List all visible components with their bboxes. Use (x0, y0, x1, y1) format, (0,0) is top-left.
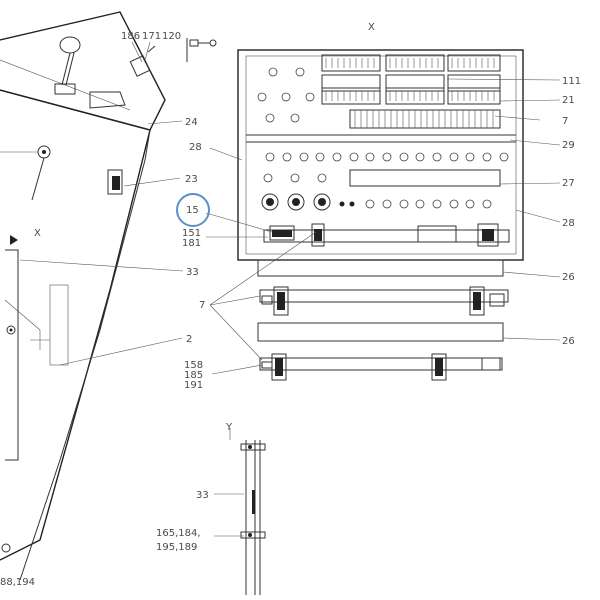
callout-2: 2 (186, 334, 192, 345)
callout-195-189: 195,189 (156, 542, 197, 553)
callout-111: 111 (562, 76, 581, 87)
view-label-x: X (368, 22, 375, 33)
terminal-strip (349, 109, 501, 129)
callout-185: 185 (184, 370, 203, 381)
callout-191: 191 (184, 380, 203, 391)
callout-186: 186 (121, 31, 140, 42)
callout-7-right: 7 (562, 116, 568, 127)
callout-26-upper: 26 (562, 272, 575, 283)
callout-27: 27 (562, 178, 575, 189)
callout-24: 24 (185, 117, 198, 128)
duct-upper (257, 259, 504, 277)
callout-151: 151 (182, 228, 201, 239)
callout-171: 171 (142, 31, 161, 42)
callout-7-left: 7 (199, 300, 205, 311)
callout-165-184: 165,184, (156, 528, 201, 539)
highlight-circle (176, 193, 210, 227)
callout-21: 21 (562, 95, 575, 106)
duct-lower (257, 322, 504, 342)
view-label-x-left: X (34, 228, 41, 239)
panel-view-x (237, 49, 524, 261)
relay-row-top (321, 54, 501, 105)
callout-15: 15 (186, 205, 199, 216)
leader-lines (19, 41, 561, 537)
callout-23: 23 (185, 174, 198, 185)
callout-33: 33 (186, 267, 199, 278)
joystick-symbol (54, 36, 126, 109)
callout-26-lower: 26 (562, 336, 575, 347)
hole-row (265, 152, 509, 162)
rail-lower (259, 353, 503, 381)
callout-33-section: 33 (196, 490, 209, 501)
section-view-y (229, 428, 266, 595)
callout-120: 120 (162, 31, 181, 42)
callout-29: 29 (562, 140, 575, 151)
callout-labels: X X Y 186 171 120 24 28 23 15 151 181 33… (0, 22, 581, 588)
left-cabinet-view (0, 11, 166, 581)
callout-28-right: 28 (562, 218, 575, 229)
view-label-y: Y (225, 422, 233, 433)
callout-158: 158 (184, 360, 203, 371)
rail-upper (259, 286, 509, 316)
top-fitting (129, 38, 217, 77)
callout-28-left: 28 (189, 142, 202, 153)
callout-88-194: 88,194 (0, 577, 35, 588)
callout-181: 181 (182, 238, 201, 249)
round-connectors (261, 173, 492, 211)
